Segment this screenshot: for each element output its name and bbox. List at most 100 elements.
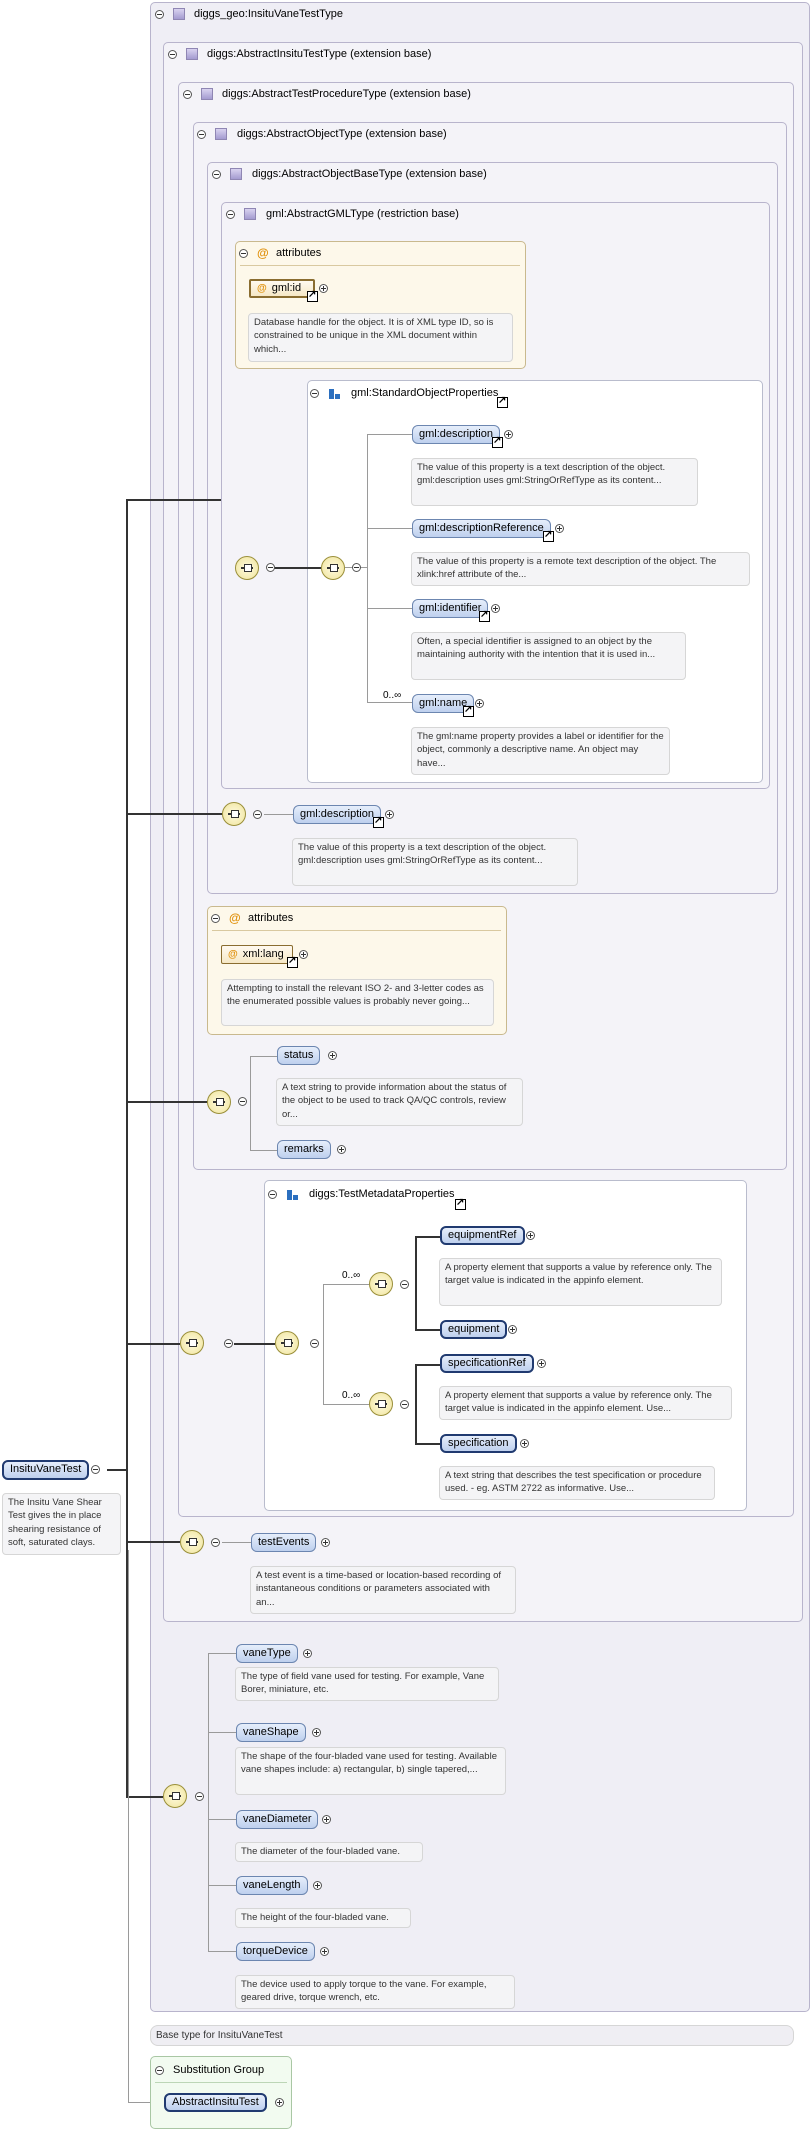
vane-diameter-element[interactable]: vaneDiameter	[236, 1810, 319, 1829]
complex-type-icon	[186, 48, 198, 60]
collapse-toggle[interactable]	[268, 1190, 277, 1199]
annotation: A property element that supports a value…	[439, 1258, 722, 1306]
expand-toggle[interactable]	[475, 699, 484, 708]
reference-arrow-icon	[497, 395, 508, 408]
multiplicity-label: 0..∞	[342, 1390, 361, 1401]
collapse-toggle[interactable]	[253, 810, 262, 819]
collapse-toggle[interactable]	[211, 914, 220, 923]
gml-description-reference-element[interactable]: gml:descriptionReference	[412, 519, 551, 538]
expand-toggle[interactable]	[508, 1325, 517, 1334]
torque-device-element[interactable]: torqueDevice	[236, 1942, 315, 1961]
annotation: The gml:name property provides a label o…	[411, 727, 670, 775]
test-events-element[interactable]: testEvents	[251, 1533, 317, 1552]
collapse-toggle[interactable]	[224, 1339, 233, 1348]
expand-toggle[interactable]	[385, 810, 394, 819]
collapse-toggle[interactable]	[168, 50, 177, 59]
vane-type-element[interactable]: vaneType	[236, 1644, 298, 1663]
specification-ref-element[interactable]: specificationRef	[440, 1354, 534, 1373]
expand-toggle[interactable]	[337, 1145, 346, 1154]
xml-lang-attribute[interactable]: @xml:lang	[221, 945, 293, 964]
equipment-element[interactable]: equipment	[440, 1320, 508, 1339]
expand-toggle[interactable]	[303, 1649, 312, 1658]
attributes-title: attributes	[248, 912, 294, 924]
collapse-toggle[interactable]	[400, 1400, 409, 1409]
collapse-toggle[interactable]	[310, 389, 319, 398]
expand-toggle[interactable]	[328, 1051, 337, 1060]
substitution-group-title: Substitution Group	[173, 2064, 265, 2076]
divider	[240, 265, 520, 266]
collapse-toggle[interactable]	[195, 1792, 204, 1801]
collapse-toggle[interactable]	[211, 1538, 220, 1547]
expand-toggle[interactable]	[537, 1359, 546, 1368]
collapse-toggle[interactable]	[197, 130, 206, 139]
connector	[234, 1343, 275, 1345]
annotation: Often, a special identifier is assigned …	[411, 632, 686, 680]
expand-toggle[interactable]	[275, 2098, 284, 2107]
collapse-toggle[interactable]	[266, 563, 275, 572]
remarks-element[interactable]: remarks	[277, 1140, 331, 1159]
sequence-icon	[275, 1331, 299, 1355]
status-element[interactable]: status	[277, 1046, 321, 1065]
collapse-toggle[interactable]	[155, 10, 164, 19]
collapse-toggle[interactable]	[400, 1280, 409, 1289]
annotation: A text string to provide information abo…	[276, 1078, 523, 1126]
annotation: The type of field vane used for testing.…	[235, 1667, 499, 1701]
type-title: diggs:AbstractTestProcedureType (extensi…	[222, 88, 471, 100]
expand-toggle[interactable]	[312, 1728, 321, 1737]
annotation: The value of this property is a remote t…	[411, 552, 750, 586]
specification-element[interactable]: specification	[440, 1434, 517, 1453]
insitu-vane-test-root-element[interactable]: InsituVaneTest	[2, 1460, 90, 1480]
connector	[367, 608, 412, 609]
expand-toggle[interactable]	[322, 1815, 331, 1824]
annotation: The height of the four-bladed vane.	[235, 1908, 411, 1928]
expand-toggle[interactable]	[320, 1947, 329, 1956]
type-title: diggs:AbstractObjectType (extension base…	[237, 128, 447, 140]
group-icon	[287, 1190, 299, 1200]
group-title: diggs:TestMetadataProperties	[309, 1188, 455, 1200]
collapse-toggle[interactable]	[310, 1339, 319, 1348]
expand-toggle[interactable]	[504, 430, 513, 439]
gml-identifier-element[interactable]: gml:identifier	[412, 599, 489, 618]
connector	[367, 702, 412, 703]
gml-id-attribute[interactable]: @gml:id	[249, 279, 315, 298]
collapse-toggle[interactable]	[226, 210, 235, 219]
expand-toggle[interactable]	[526, 1231, 535, 1240]
connector	[415, 1443, 440, 1445]
connector	[208, 1653, 209, 1951]
collapse-toggle[interactable]	[212, 170, 221, 179]
reference-arrow-icon	[479, 609, 490, 622]
expand-toggle[interactable]	[321, 1538, 330, 1547]
collapse-toggle[interactable]	[155, 2066, 164, 2075]
equipment-ref-element[interactable]: equipmentRef	[440, 1226, 525, 1245]
gml-description-element[interactable]: gml:description	[293, 805, 381, 824]
connector	[250, 1056, 251, 1150]
group-title: gml:StandardObjectProperties	[351, 387, 499, 399]
vane-length-element[interactable]: vaneLength	[236, 1876, 308, 1895]
connector	[126, 1101, 207, 1103]
connector	[208, 1732, 236, 1733]
vane-shape-element[interactable]: vaneShape	[236, 1723, 306, 1742]
connector	[126, 1796, 163, 1798]
reference-arrow-icon	[463, 704, 474, 717]
connector	[128, 1550, 129, 2102]
annotation: Database handle for the object. It is of…	[248, 313, 513, 362]
expand-toggle[interactable]	[555, 524, 564, 533]
expand-toggle[interactable]	[491, 604, 500, 613]
complex-type-icon	[201, 88, 213, 100]
collapse-toggle[interactable]	[238, 1097, 247, 1106]
collapse-toggle[interactable]	[239, 249, 248, 258]
collapse-toggle[interactable]	[352, 563, 361, 572]
expand-toggle[interactable]	[313, 1881, 322, 1890]
complex-type-icon	[244, 208, 256, 220]
connector	[126, 1541, 180, 1543]
abstract-insitu-test-element[interactable]: AbstractInsituTest	[164, 2093, 267, 2112]
expand-toggle[interactable]	[299, 950, 308, 959]
expand-toggle[interactable]	[319, 284, 328, 293]
sequence-icon	[207, 1090, 231, 1114]
gml-description-element[interactable]: gml:description	[412, 425, 500, 444]
expand-toggle[interactable]	[520, 1439, 529, 1448]
collapse-toggle[interactable]	[183, 90, 192, 99]
gml-name-element[interactable]: gml:name	[412, 694, 475, 713]
collapse-toggle[interactable]	[91, 1465, 100, 1474]
connector	[367, 434, 368, 702]
